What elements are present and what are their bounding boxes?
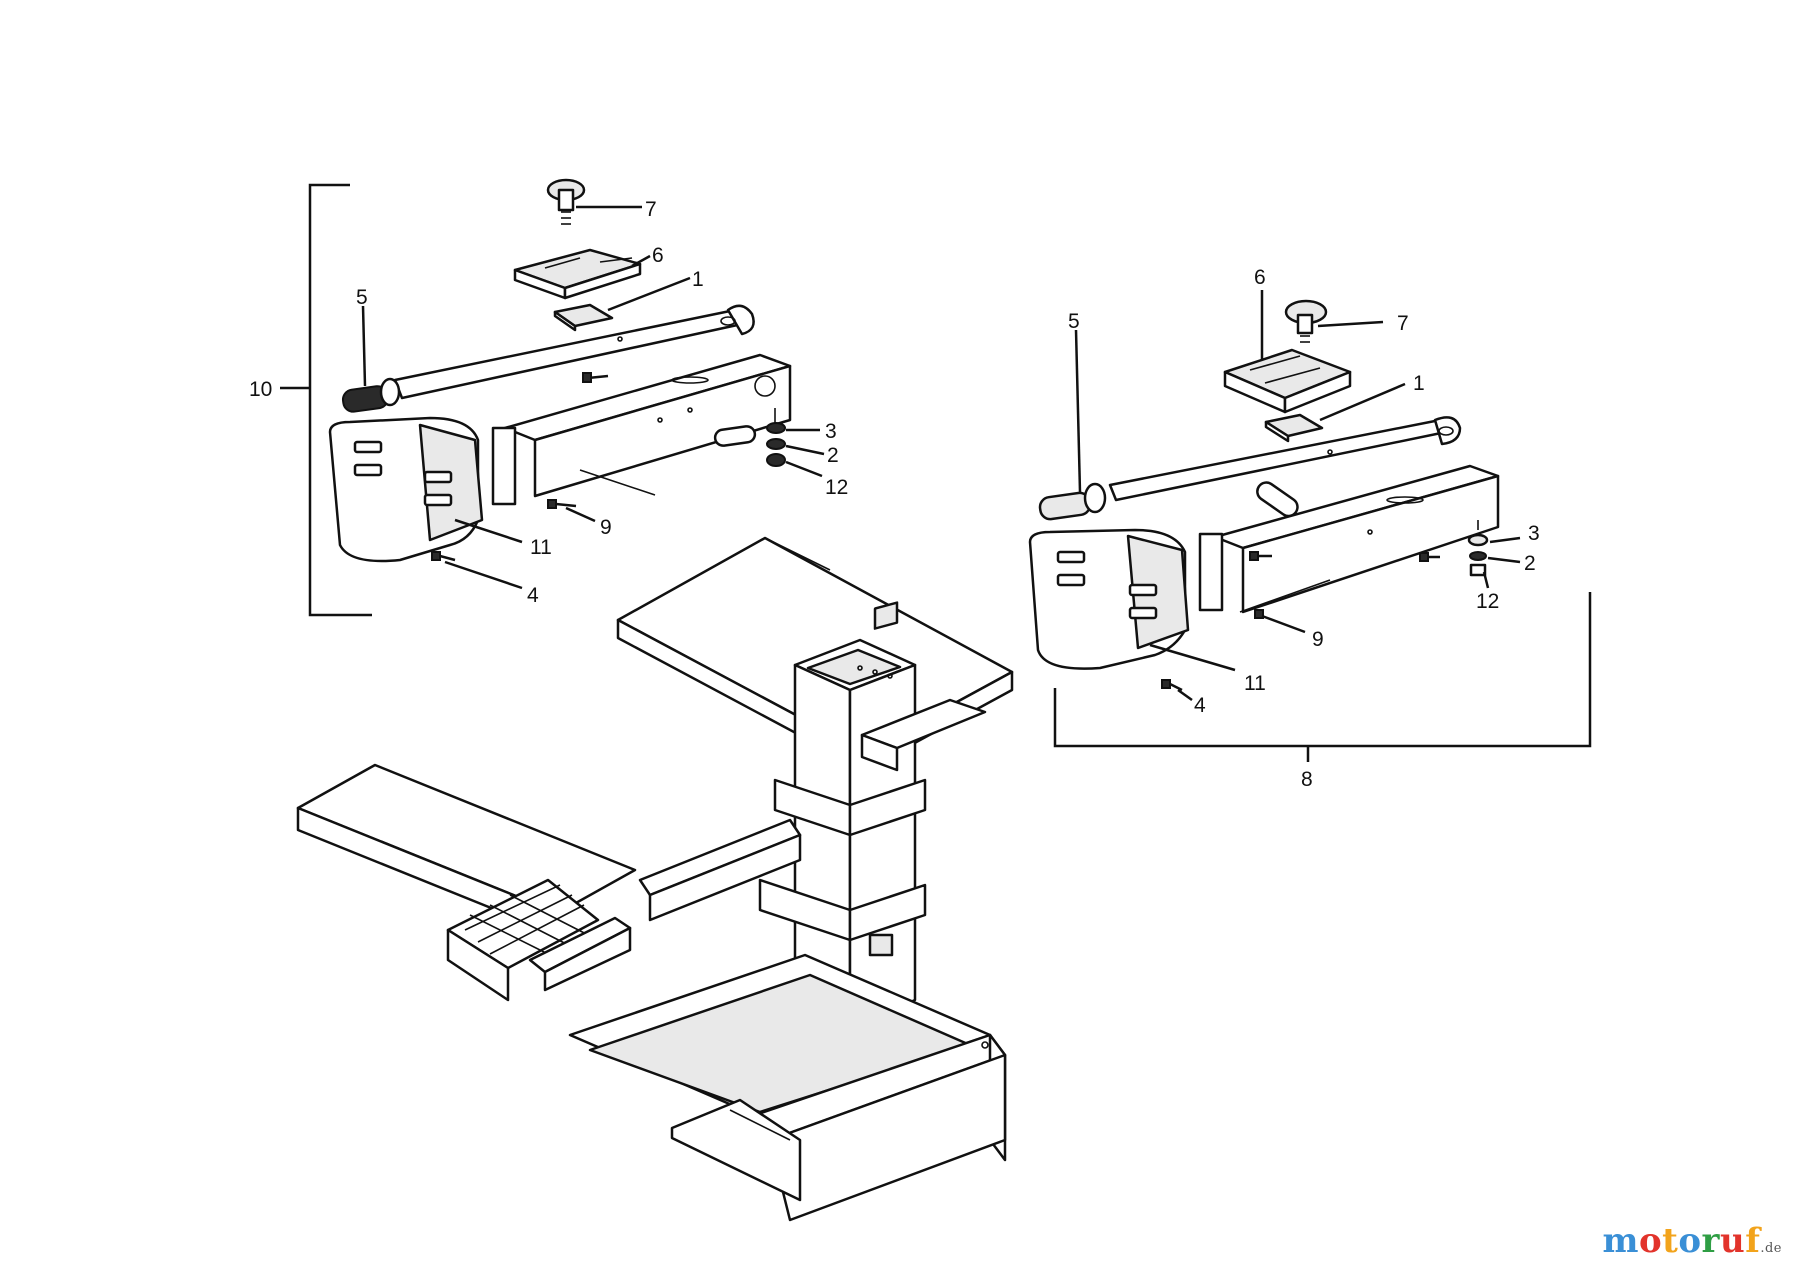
grip-part — [341, 305, 401, 413]
base-frame-assembly — [296, 536, 1014, 1222]
callout-label: 6 — [652, 244, 664, 267]
motoruf-logo: motoruf.de — [1602, 1221, 1782, 1261]
callout-label: 6 — [1254, 266, 1266, 289]
pin-part — [713, 425, 757, 447]
arm-tube-part — [1198, 464, 1500, 614]
callout-label: 10 — [249, 378, 272, 401]
callout-label: 8 — [1301, 768, 1313, 791]
callout-label: 11 — [530, 536, 552, 559]
arm-tube-part — [491, 353, 792, 506]
callout-label: 4 — [527, 584, 539, 607]
logo-letter: r — [1701, 1221, 1720, 1261]
logo-letter: o — [1638, 1221, 1663, 1261]
clamp-plate-part — [513, 248, 651, 300]
spacer-plate-part — [553, 276, 691, 332]
callout-label: 12 — [1476, 590, 1499, 613]
callout-label: 3 — [1528, 522, 1540, 545]
spacer-plate-part — [1264, 382, 1406, 443]
callout-label: 2 — [827, 444, 839, 467]
logo-letter: m — [1602, 1221, 1639, 1261]
screw-part — [431, 551, 523, 590]
screw-part — [1161, 679, 1193, 702]
clamp-plate-part — [1223, 290, 1352, 414]
logo-letter: u — [1719, 1221, 1746, 1261]
knob-part — [1284, 299, 1384, 343]
grip-part — [1038, 329, 1107, 521]
logo-letter: f — [1745, 1221, 1761, 1261]
callout-label: 2 — [1524, 552, 1536, 575]
callout-label: 3 — [825, 420, 837, 443]
knob-part — [546, 178, 642, 225]
callout-label: 11 — [1244, 672, 1266, 695]
callout-label: 7 — [645, 198, 657, 221]
hardware-stack-part — [766, 422, 825, 478]
callout-label: 12 — [825, 476, 848, 499]
callout-label: 5 — [1068, 310, 1080, 333]
bolt-part — [1249, 551, 1440, 562]
pin-part — [1256, 481, 1299, 518]
callout-label: 1 — [692, 268, 704, 291]
screw-part — [547, 499, 596, 523]
callout-label: 9 — [1312, 628, 1324, 651]
logo-tld: .de — [1760, 1241, 1782, 1256]
callouts-right: 6 5 7 1 3 2 12 9 11 4 8 — [1068, 266, 1540, 791]
pedal-tread — [464, 884, 595, 961]
callouts-left: 7 6 1 5 10 3 2 12 9 11 4 — [249, 198, 848, 607]
handle-rod-part — [1108, 416, 1462, 502]
hardware-stack-part — [1467, 520, 1521, 589]
screw-part — [1254, 609, 1306, 634]
end-cap-part — [1028, 528, 1236, 672]
logo-letter: t — [1662, 1221, 1679, 1261]
end-cap-part — [328, 416, 523, 563]
left-handle-assembly — [280, 178, 825, 617]
callout-label: 1 — [1413, 372, 1425, 395]
callout-label: 9 — [600, 516, 612, 539]
callout-label: 7 — [1397, 312, 1409, 335]
callout-label: 5 — [356, 286, 368, 309]
logo-letter: o — [1678, 1221, 1702, 1261]
callout-label: 4 — [1194, 694, 1206, 717]
right-handle-assembly — [1028, 290, 1592, 762]
bolt-part — [582, 372, 609, 383]
